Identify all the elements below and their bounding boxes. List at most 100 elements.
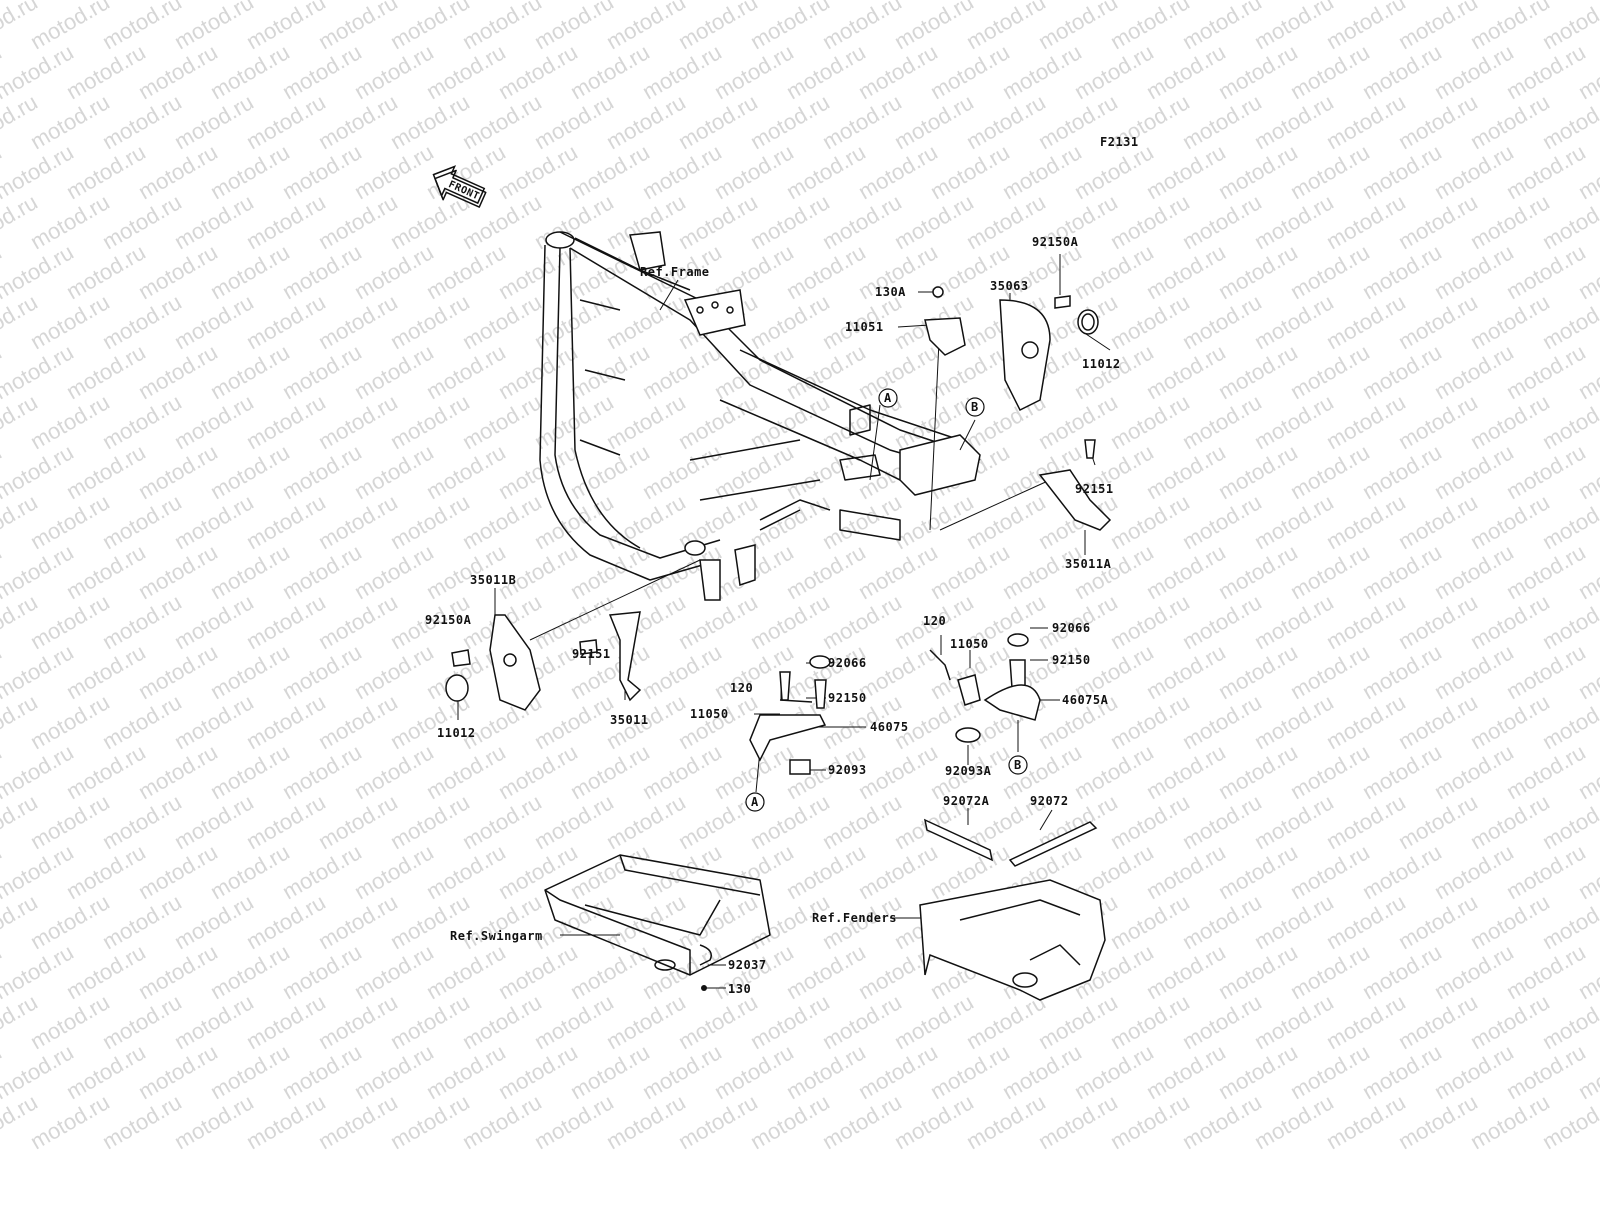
watermark-text: motod.ru [206, 539, 294, 604]
watermark-text: motod.ru [278, 339, 366, 404]
watermark-text: motod.ru [1394, 89, 1482, 154]
watermark-text: motod.ru [494, 39, 582, 104]
watermark-text: motod.ru [1502, 839, 1590, 904]
watermark-text: motod.ru [26, 189, 114, 254]
watermark-text: motod.ru [1142, 39, 1230, 104]
watermark-text: motod.ru [638, 639, 726, 704]
part-35011A: 35011A [1065, 557, 1112, 571]
watermark-text: motod.ru [422, 1039, 510, 1104]
watermark-text: motod.ru [26, 89, 114, 154]
watermark-text: motod.ru [278, 639, 366, 704]
watermark-text: motod.ru [422, 739, 510, 804]
watermark-text: motod.ru [1358, 339, 1446, 404]
watermark-text: motod.ru [242, 389, 330, 454]
watermark-text: motod.ru [638, 439, 726, 504]
watermark-text: motod.ru [278, 839, 366, 904]
watermark-text: motod.ru [1214, 839, 1302, 904]
watermark-text: motod.ru [818, 589, 906, 654]
watermark-text: motod.ru [638, 339, 726, 404]
watermark-text: motod.ru [530, 489, 618, 554]
watermark-text: motod.ru [1142, 939, 1230, 1004]
watermark-text: motod.ru [314, 689, 402, 754]
rear-footrest-left-parts [445, 611, 642, 711]
watermark-text: motod.ru [854, 339, 942, 404]
watermark-text: motod.ru [98, 289, 186, 354]
watermark-text: motod.ru [314, 1089, 402, 1154]
watermark-text: motod.ru [674, 189, 762, 254]
watermark-text: motod.ru [422, 839, 510, 904]
watermark-text: motod.ru [314, 889, 402, 954]
watermark-text: motod.ru [1322, 89, 1410, 154]
watermark-text: motod.ru [1394, 389, 1482, 454]
watermark-text: motod.ru [1250, 289, 1338, 354]
watermark-text: motod.ru [1394, 989, 1482, 1054]
watermark-text: motod.ru [206, 439, 294, 504]
watermark-text: motod.ru [422, 939, 510, 1004]
watermark-text: motod.ru [134, 339, 222, 404]
watermark-text: motod.ru [1394, 289, 1482, 354]
watermark-text: motod.ru [1502, 439, 1590, 504]
watermark-text: motod.ru [854, 539, 942, 604]
watermark-text: motod.ru [674, 689, 762, 754]
watermark-text: motod.ru [1466, 89, 1554, 154]
watermark-text: motod.ru [1178, 989, 1266, 1054]
watermark-text: motod.ru [1430, 139, 1518, 204]
watermark-text: motod.ru [170, 789, 258, 854]
watermark-text: motod.ru [746, 289, 834, 354]
part-35011B: 35011B [470, 573, 516, 587]
watermark-text: motod.ru [1106, 189, 1194, 254]
watermark-text: motod.ru [1142, 639, 1230, 704]
swingarm-drawing [544, 854, 771, 991]
watermark-text: motod.ru [1502, 139, 1590, 204]
watermark-text: motod.ru [1430, 239, 1518, 304]
watermark-text: motod.ru [170, 489, 258, 554]
watermark-text: motod.ru [566, 439, 654, 504]
watermark-text: motod.ru [170, 889, 258, 954]
watermark-text: motod.ru [1322, 289, 1410, 354]
watermark-text: motod.ru [494, 1039, 582, 1104]
part-120-b: 120 [923, 614, 946, 628]
watermark-text: motod.ru [386, 89, 474, 154]
watermark-text: motod.ru [134, 439, 222, 504]
watermark-text: motod.ru [602, 789, 690, 854]
watermark-text: motod.ru [998, 539, 1086, 604]
svg-text:B: B [971, 400, 978, 414]
watermark-text: motod.ru [998, 39, 1086, 104]
watermark-text: motod.ru [1466, 189, 1554, 254]
watermark-text: motod.ru [890, 189, 978, 254]
watermark-text: motod.ru [1178, 389, 1266, 454]
watermark-text: motod.ru [26, 489, 114, 554]
watermark-text: motod.ru [818, 789, 906, 854]
watermark-text: motod.ru [782, 339, 870, 404]
watermark-text: motod.ru [1430, 739, 1518, 804]
callout-a-top: A [878, 388, 898, 408]
watermark-text: motod.ru [602, 1089, 690, 1154]
part-92151-left: 92151 [572, 647, 611, 661]
part-46075: 46075 [870, 720, 909, 734]
watermark-text: motod.ru [26, 289, 114, 354]
watermark-text: motod.ru [1286, 639, 1374, 704]
watermark-text: motod.ru [1430, 639, 1518, 704]
watermark-text: motod.ru [26, 789, 114, 854]
watermark-text: motod.ru [458, 989, 546, 1054]
watermark-text: motod.ru [1250, 189, 1338, 254]
watermark-text: motod.ru [1214, 239, 1302, 304]
watermark-text: motod.ru [1214, 739, 1302, 804]
watermark-text: motod.ru [566, 39, 654, 104]
watermark-text: motod.ru [1142, 739, 1230, 804]
watermark-text: motod.ru [98, 89, 186, 154]
watermark-text: motod.ru [1466, 589, 1554, 654]
watermark-text: motod.ru [674, 889, 762, 954]
watermark-text: motod.ru [458, 789, 546, 854]
watermark-text: motod.ru [1502, 539, 1590, 604]
rear-footrest-right-parts [924, 286, 1112, 531]
watermark-text: motod.ru [1142, 139, 1230, 204]
watermark-text: motod.ru [1358, 739, 1446, 804]
watermark-text: motod.ru [1322, 689, 1410, 754]
watermark-text: motod.ru [1430, 39, 1518, 104]
watermark-text: motod.ru [890, 1089, 978, 1154]
part-11050-b: 11050 [950, 637, 989, 651]
watermark-text: motod.ru [1178, 489, 1266, 554]
